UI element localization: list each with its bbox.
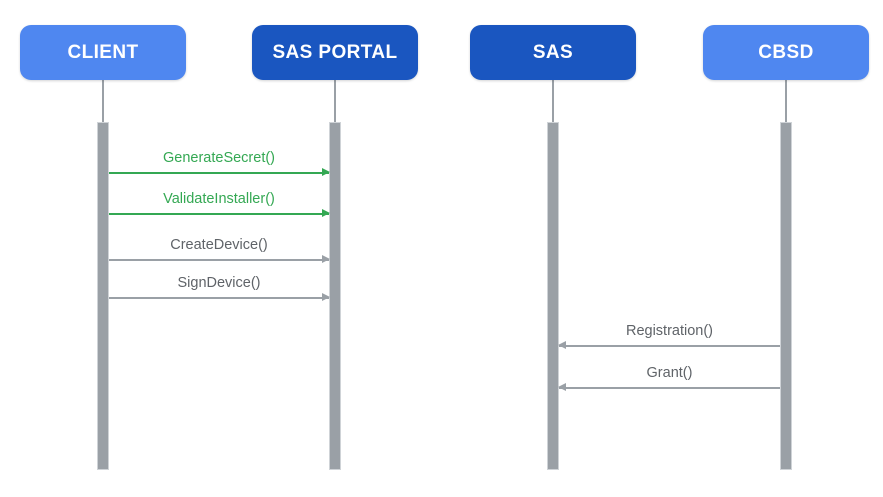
message-label-generate-secret: GenerateSecret() <box>162 150 276 166</box>
lifeline-sas-portal <box>334 80 336 123</box>
arrowhead-icon-generate-secret <box>322 168 330 176</box>
lifeline-sas <box>552 80 554 123</box>
activation-bar-client <box>97 122 109 470</box>
message-line-sign-device <box>109 297 329 299</box>
activation-bar-sas <box>547 122 559 470</box>
arrowhead-icon-validate-installer <box>322 209 330 217</box>
participant-box-client[interactable]: CLIENT <box>20 25 186 80</box>
lifeline-client <box>102 80 104 123</box>
message-line-registration <box>559 345 780 347</box>
message-label-grant: Grant() <box>646 365 693 381</box>
message-line-grant <box>559 387 780 389</box>
participant-label-client: CLIENT <box>67 41 139 63</box>
message-line-create-device <box>109 259 329 261</box>
participant-box-cbsd[interactable]: CBSD <box>703 25 869 80</box>
message-line-validate-installer <box>109 213 329 215</box>
participant-label-sas: SAS <box>532 41 574 63</box>
activation-bar-sas-portal <box>329 122 341 470</box>
arrowhead-icon-sign-device <box>322 293 330 301</box>
participant-box-sas-portal[interactable]: SAS PORTAL <box>252 25 418 80</box>
arrowhead-icon-grant <box>558 383 566 391</box>
message-label-sign-device: SignDevice() <box>177 275 261 291</box>
message-label-validate-installer: ValidateInstaller() <box>163 191 275 207</box>
message-label-registration: Registration() <box>625 323 714 339</box>
lifeline-cbsd <box>785 80 787 123</box>
participant-box-sas[interactable]: SAS <box>470 25 636 80</box>
arrowhead-icon-registration <box>558 341 566 349</box>
message-label-create-device: CreateDevice() <box>170 237 268 253</box>
activation-bar-cbsd <box>780 122 792 470</box>
message-line-generate-secret <box>109 172 329 174</box>
participant-label-sas-portal: SAS PORTAL <box>272 41 398 63</box>
arrowhead-icon-create-device <box>322 255 330 263</box>
participant-label-cbsd: CBSD <box>758 41 814 63</box>
